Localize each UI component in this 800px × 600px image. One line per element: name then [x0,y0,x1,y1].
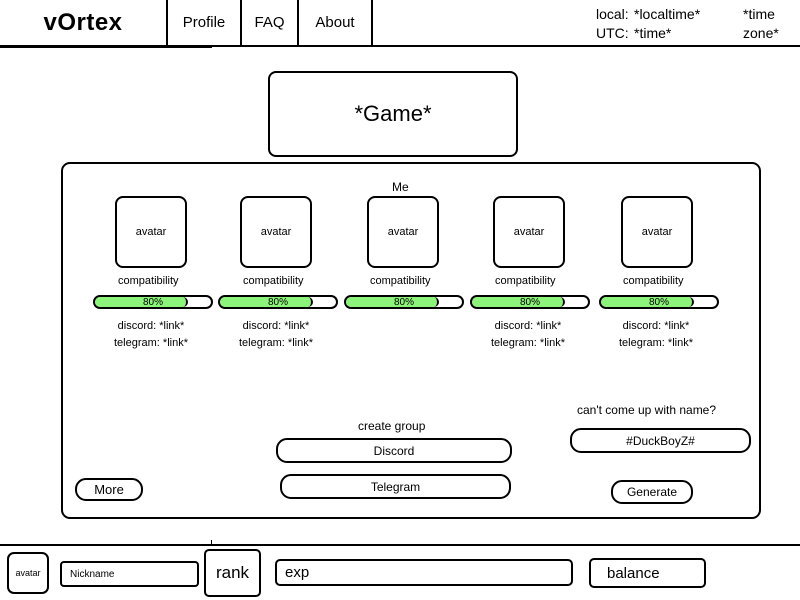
nav-faq[interactable]: FAQ [254,14,285,31]
footer-tick [211,540,212,544]
logo-underline [0,47,212,48]
compatibility-label: compatibility [495,275,556,287]
compatibility-label: compatibility [623,275,684,287]
member-avatar[interactable]: avatar [367,196,439,268]
member-avatar[interactable]: avatar [621,196,693,268]
time-display: local: *localtime* UTC: *time* [596,5,700,43]
compatibility-bar-fill [601,297,694,307]
member-avatar[interactable]: avatar [493,196,565,268]
compatibility-value: 80% [142,296,163,308]
utc-time-label: UTC: [596,25,629,41]
local-time-value: *localtime* [634,6,701,22]
more-button[interactable]: More [75,478,143,501]
compatibility-bar-fill [346,297,439,307]
member-contacts: discord: *link* telegram: *link* [91,318,211,352]
footer-divider [0,544,800,546]
local-time-label: local: [596,6,629,22]
member-avatar[interactable]: avatar [240,196,312,268]
compatibility-bar-fill [95,297,188,307]
nav-divider [166,0,168,46]
create-telegram-group-button[interactable]: Telegram [280,474,511,499]
nav-profile[interactable]: Profile [182,14,226,31]
balance-display: balance [589,558,706,588]
compatibility-bar: 80% [218,295,338,309]
member-contacts: discord: *link* telegram: *link* [468,318,588,352]
generated-name-field[interactable]: #DuckBoyZ# [570,428,751,453]
compatibility-bar: 80% [599,295,719,309]
compatibility-label: compatibility [370,275,431,287]
user-avatar[interactable]: avatar [7,552,49,594]
nav-divider [371,0,373,46]
nav-divider [240,0,242,46]
compatibility-bar: 80% [93,295,213,309]
discord-link[interactable]: discord: *link* [494,320,562,332]
timezone-label: *time zone* [743,6,779,41]
telegram-link[interactable]: telegram: *link* [491,337,565,349]
compatibility-bar: 80% [470,295,590,309]
compatibility-value: 80% [648,296,669,308]
telegram-link[interactable]: telegram: *link* [114,337,188,349]
header-divider [0,45,800,47]
game-title: *Game* [268,71,518,157]
create-group-label: create group [358,419,426,433]
create-discord-group-button[interactable]: Discord [276,438,512,463]
compatibility-label: compatibility [118,275,179,287]
telegram-link[interactable]: telegram: *link* [619,337,693,349]
me-label: Me [392,180,409,194]
exp-display: exp [275,559,573,586]
rank-display: rank [204,549,261,597]
generate-button[interactable]: Generate [611,480,693,504]
compatibility-bar: 80% [344,295,464,309]
compatibility-label: compatibility [243,275,304,287]
nav-about[interactable]: About [315,14,355,31]
member-contacts: discord: *link* telegram: *link* [596,318,716,352]
discord-link[interactable]: discord: *link* [117,320,185,332]
compatibility-value: 80% [267,296,288,308]
discord-link[interactable]: discord: *link* [622,320,690,332]
nav-divider [297,0,299,46]
logo[interactable]: vOrtex [43,9,123,36]
name-generator-label: can't come up with name? [577,403,717,417]
compatibility-bar-fill [472,297,565,307]
nickname-field[interactable]: Nickname [60,561,199,587]
member-avatar[interactable]: avatar [115,196,187,268]
compatibility-bar-fill [220,297,313,307]
team-panel [61,162,761,519]
telegram-link[interactable]: telegram: *link* [239,337,313,349]
utc-time-value: *time* [634,25,672,41]
compatibility-value: 80% [393,296,414,308]
discord-link[interactable]: discord: *link* [242,320,310,332]
member-contacts: discord: *link* telegram: *link* [216,318,336,352]
compatibility-value: 80% [519,296,540,308]
